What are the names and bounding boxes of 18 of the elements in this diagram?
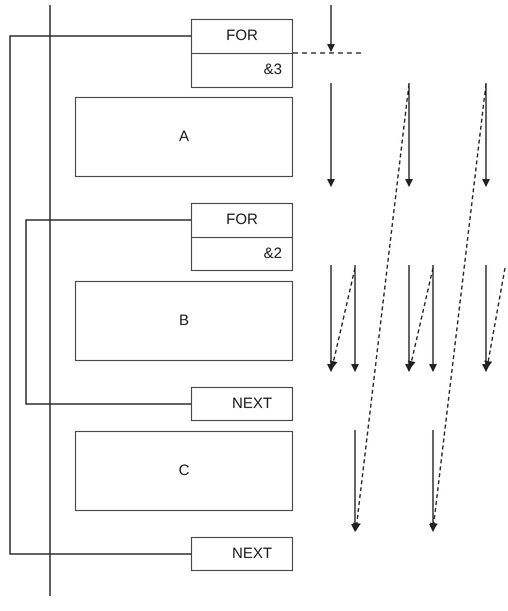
loop-bracket-line xyxy=(25,219,191,405)
instruction-label: NEXT xyxy=(230,394,273,414)
loop-count: &2 xyxy=(264,244,282,264)
block-label: C xyxy=(178,461,190,481)
loop-count: &3 xyxy=(264,60,282,80)
loop-bracket-line xyxy=(9,35,191,555)
instruction-label: FOR xyxy=(225,26,259,46)
program-block xyxy=(191,537,293,571)
block-label: A xyxy=(178,127,190,147)
instruction-label: FOR xyxy=(225,210,259,230)
program-block xyxy=(191,387,293,421)
instruction-label: NEXT xyxy=(230,544,273,564)
block-label: B xyxy=(178,311,190,331)
program-block xyxy=(75,431,293,511)
program-block xyxy=(75,97,293,177)
loop-instruction-block xyxy=(191,203,293,271)
program-block xyxy=(75,281,293,361)
loop-instruction-block xyxy=(191,19,293,88)
